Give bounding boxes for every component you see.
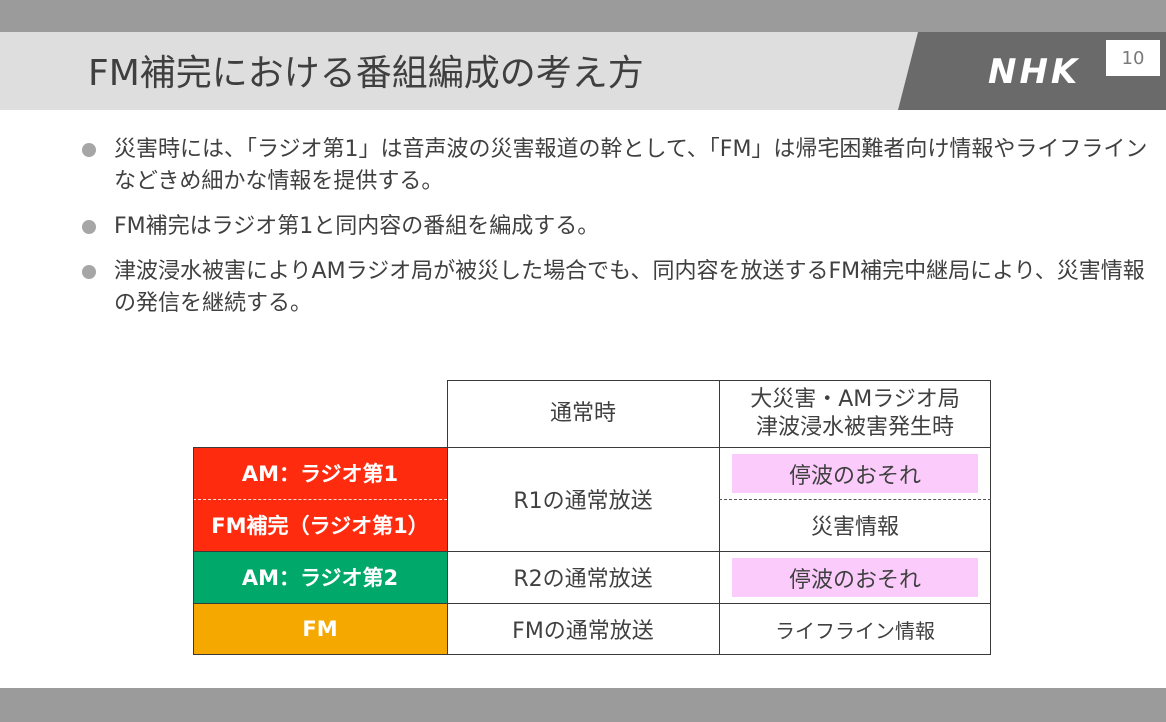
bullet-item: FM補完はラジオ第1と同内容の番組を編成する。 [82, 211, 1152, 243]
row-label-fm: FM [193, 603, 447, 655]
grid-line [193, 603, 991, 604]
disaster-divider [719, 499, 991, 500]
bullet-item: 災害時には、「ラジオ第1」は音声波の災害報道の幹として、「FM」は帰宅困難者向け… [82, 134, 1152, 198]
row-label-am-radio2: AM：ラジオ第2 [193, 551, 447, 603]
bullet-text: FM補完はラジオ第1と同内容の番組を編成する。 [114, 214, 600, 239]
grid-line [719, 380, 720, 655]
grid-line [193, 551, 991, 552]
disaster-r2-highlight: 停波のおそれ [732, 558, 978, 597]
normal-r1: R1の通常放送 [513, 489, 653, 514]
header-disaster: 大災害・AMラジオ局 津波浸水被害発生時 [750, 386, 960, 440]
label-divider [193, 499, 447, 500]
grid-line [447, 380, 448, 655]
bottom-strip [0, 688, 1166, 722]
broadcast-table: 通常時 大災害・AMラジオ局 津波浸水被害発生時 AM：ラジオ第1 FM補完（ラ… [193, 380, 991, 655]
disaster-r1-highlight: 停波のおそれ [732, 454, 978, 493]
normal-fm: FMの通常放送 [512, 619, 654, 644]
bullet-dot-icon [82, 143, 96, 157]
header-normal: 通常時 [549, 400, 616, 426]
disaster-fm: ライフライン情報 [775, 618, 935, 643]
slide-title: FM補完における番組編成の考え方 [88, 53, 644, 94]
bullet-text: 災害時には、「ラジオ第1」は音声波の災害報道の幹として、「FM」は帰宅困難者向け… [114, 137, 1148, 194]
bullet-text: 津波浸水被害によりAMラジオ局が被災した場合でも、同内容を放送するFM補完中継局… [114, 259, 1145, 316]
grid-line [193, 447, 991, 448]
grid-line [193, 447, 194, 655]
page-number: 10 [1106, 40, 1160, 76]
top-strip [0, 0, 1166, 32]
row-label-fm-complement: FM補完（ラジオ第1） [193, 499, 447, 551]
nhk-logo: NHK [988, 52, 1081, 92]
normal-r2: R2の通常放送 [513, 567, 653, 592]
bullet-list: 災害時には、「ラジオ第1」は音声波の災害報道の幹として、「FM」は帰宅困難者向け… [82, 134, 1152, 333]
bullet-dot-icon [82, 265, 96, 279]
disaster-fm-complement: 災害情報 [810, 515, 899, 540]
bullet-dot-icon [82, 220, 96, 234]
grid-line [990, 380, 991, 655]
row-label-am-radio1: AM：ラジオ第1 [193, 447, 447, 499]
grid-line [193, 654, 991, 655]
bullet-item: 津波浸水被害によりAMラジオ局が被災した場合でも、同内容を放送するFM補完中継局… [82, 256, 1152, 320]
